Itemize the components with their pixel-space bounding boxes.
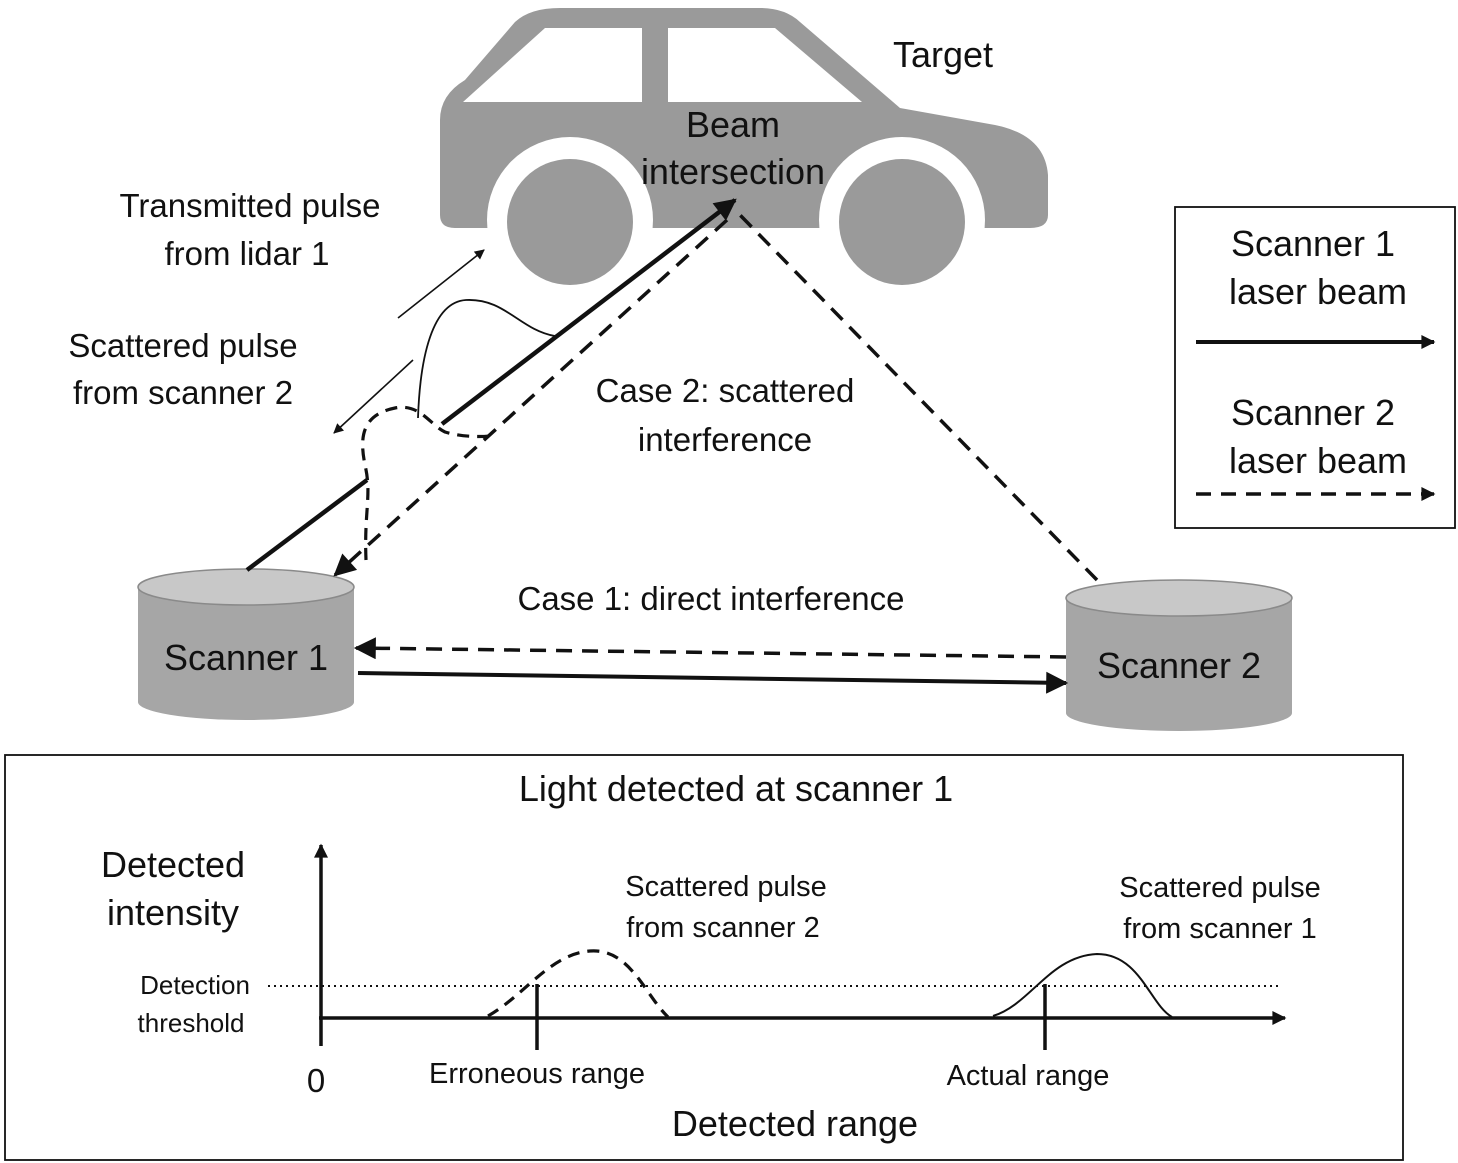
threshold-label-line2: threshold <box>138 1008 245 1038</box>
transmitted-pulse-shape <box>417 299 556 419</box>
origin-label: 0 <box>307 1062 325 1099</box>
scattered-pulse-line2: from scanner 2 <box>73 374 293 411</box>
actual-range-label: Actual range <box>947 1060 1110 1092</box>
legend-box <box>1174 206 1456 529</box>
legend-scanner-1-line1: Scanner 1 <box>1231 223 1395 264</box>
scattered-beam-to-scanner-1 <box>333 218 729 577</box>
direct-solid-beam <box>357 671 1069 694</box>
beam-intersection-line2: intersection <box>641 151 825 192</box>
scanner-1-label: Scanner 1 <box>164 637 328 678</box>
car-target-icon <box>440 8 1048 303</box>
scanner-1-beam-to-target <box>440 198 737 426</box>
case-1-label: Case 1: direct interference <box>517 580 904 617</box>
case-2-line2: interference <box>638 421 812 458</box>
scanner-2-beam-to-target <box>738 213 1099 582</box>
pulse-2-label-line1: Scattered pulse <box>625 871 827 903</box>
threshold-label-line1: Detection <box>140 970 250 1000</box>
scattered-direction-arrow <box>333 359 414 434</box>
scattered-pulse-shape <box>361 405 491 561</box>
legend-scanner-2-line1: Scanner 2 <box>1231 392 1395 433</box>
transmitted-pulse-line1: Transmitted pulse <box>119 187 380 224</box>
transmitted-direction-arrow <box>397 249 485 319</box>
scanner-1-pulse-curve <box>992 952 1173 1018</box>
legend-scanner-1-line2: laser beam <box>1229 271 1407 312</box>
scanner-1-beam-to-target <box>245 478 369 572</box>
x-axis-label: Detected range <box>672 1103 918 1144</box>
car-wheel-front <box>507 159 633 285</box>
car-wheel-rear <box>839 159 965 285</box>
scanner-1-icon <box>137 568 355 720</box>
scanner-2-label: Scanner 2 <box>1097 645 1261 686</box>
scanner-2-pulse-curve <box>487 949 670 1019</box>
pulse-1-label-line2: from scanner 1 <box>1123 913 1316 945</box>
y-axis-label-line2: intensity <box>107 892 239 933</box>
car-window-rear <box>668 28 862 102</box>
detection-panel-title: Light detected at scanner 1 <box>519 768 953 809</box>
scattered-pulse-line1: Scattered pulse <box>68 327 297 364</box>
erroneous-range-label: Erroneous range <box>429 1058 645 1090</box>
detection-panel <box>4 754 1404 1161</box>
scanner-2-icon <box>1065 579 1293 731</box>
pulse-1-label-line1: Scattered pulse <box>1119 872 1321 904</box>
beam-intersection-line1: Beam <box>686 104 780 145</box>
y-axis-label-line1: Detected <box>101 844 245 885</box>
direct-dashed-beam <box>353 637 1067 660</box>
car-window-front <box>463 28 642 102</box>
pulse-2-label-line2: from scanner 2 <box>626 912 819 944</box>
case-2-line1: Case 2: scattered <box>596 372 855 409</box>
target-label: Target <box>893 34 993 75</box>
legend-scanner-2-line2: laser beam <box>1229 440 1407 481</box>
transmitted-pulse-line2: from lidar 1 <box>164 235 329 272</box>
